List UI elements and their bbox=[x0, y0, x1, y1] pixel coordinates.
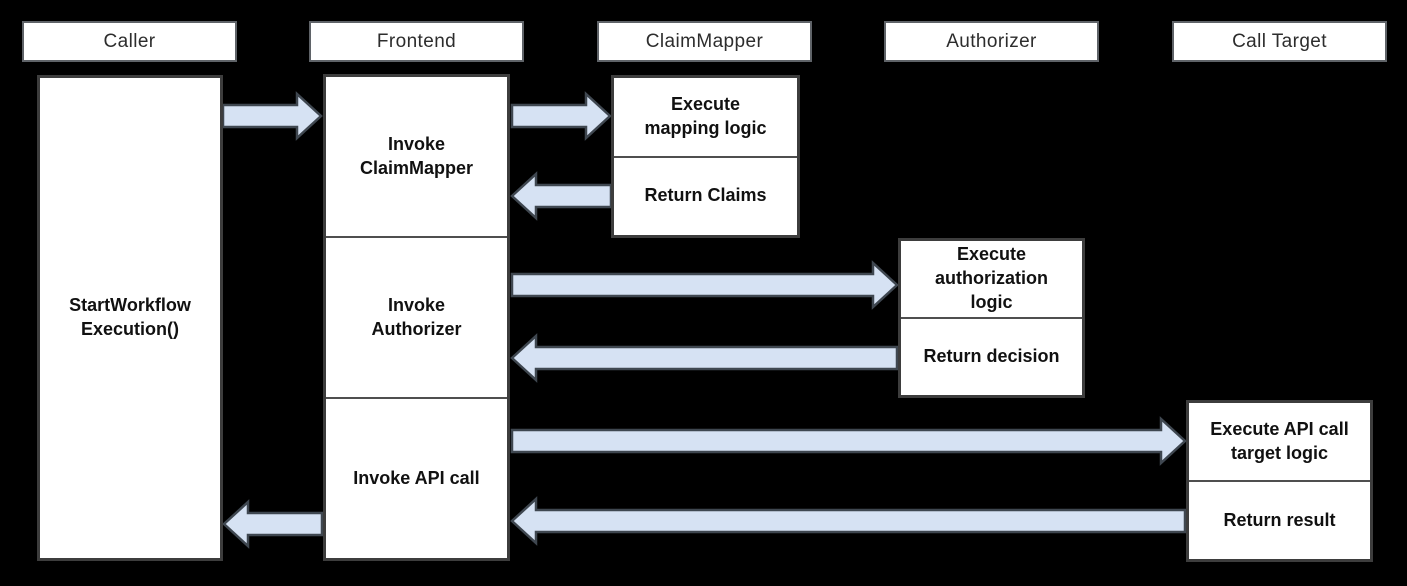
task-return-decision: Return decision bbox=[901, 317, 1082, 395]
task-invoke-authorizer: Invoke Authorizer bbox=[326, 236, 507, 397]
lane-header-frontend: Frontend bbox=[309, 21, 524, 62]
arrow-frontend-to-calltarget bbox=[510, 416, 1187, 466]
arrow-calltarget-return-to-frontend bbox=[510, 496, 1187, 546]
arrow-frontend-return-to-caller bbox=[222, 499, 324, 549]
arrow-claimmapper-return-to-frontend bbox=[510, 171, 613, 221]
task-startworkflow-execution: StartWorkflow Execution() bbox=[40, 78, 220, 558]
authorizer-activation-box: Execute authorization logic Return decis… bbox=[898, 238, 1085, 398]
arrow-authorizer-return-to-frontend bbox=[510, 333, 899, 383]
task-execute-mapping-logic: Execute mapping logic bbox=[614, 78, 797, 156]
claimmapper-activation-box: Execute mapping logic Return Claims bbox=[611, 75, 800, 238]
frontend-activation-box: Invoke ClaimMapper Invoke Authorizer Inv… bbox=[323, 74, 510, 561]
task-execute-api-call-target-logic: Execute API call target logic bbox=[1189, 403, 1370, 480]
calltarget-activation-box: Execute API call target logic Return res… bbox=[1186, 400, 1373, 562]
task-execute-authorization-logic: Execute authorization logic bbox=[901, 241, 1082, 317]
caller-activation-box: StartWorkflow Execution() bbox=[37, 75, 223, 561]
lane-header-calltarget: Call Target bbox=[1172, 21, 1387, 62]
task-invoke-api-call: Invoke API call bbox=[326, 397, 507, 558]
lane-header-claimmapper: ClaimMapper bbox=[597, 21, 812, 62]
lane-header-authorizer: Authorizer bbox=[884, 21, 1099, 62]
task-return-result: Return result bbox=[1189, 480, 1370, 559]
arrow-frontend-to-claimmapper bbox=[510, 91, 612, 141]
arrow-caller-to-frontend bbox=[221, 91, 323, 141]
task-invoke-claimmapper: Invoke ClaimMapper bbox=[326, 77, 507, 236]
task-return-claims: Return Claims bbox=[614, 155, 797, 235]
lane-header-caller: Caller bbox=[22, 21, 237, 62]
arrow-frontend-to-authorizer bbox=[510, 260, 899, 310]
